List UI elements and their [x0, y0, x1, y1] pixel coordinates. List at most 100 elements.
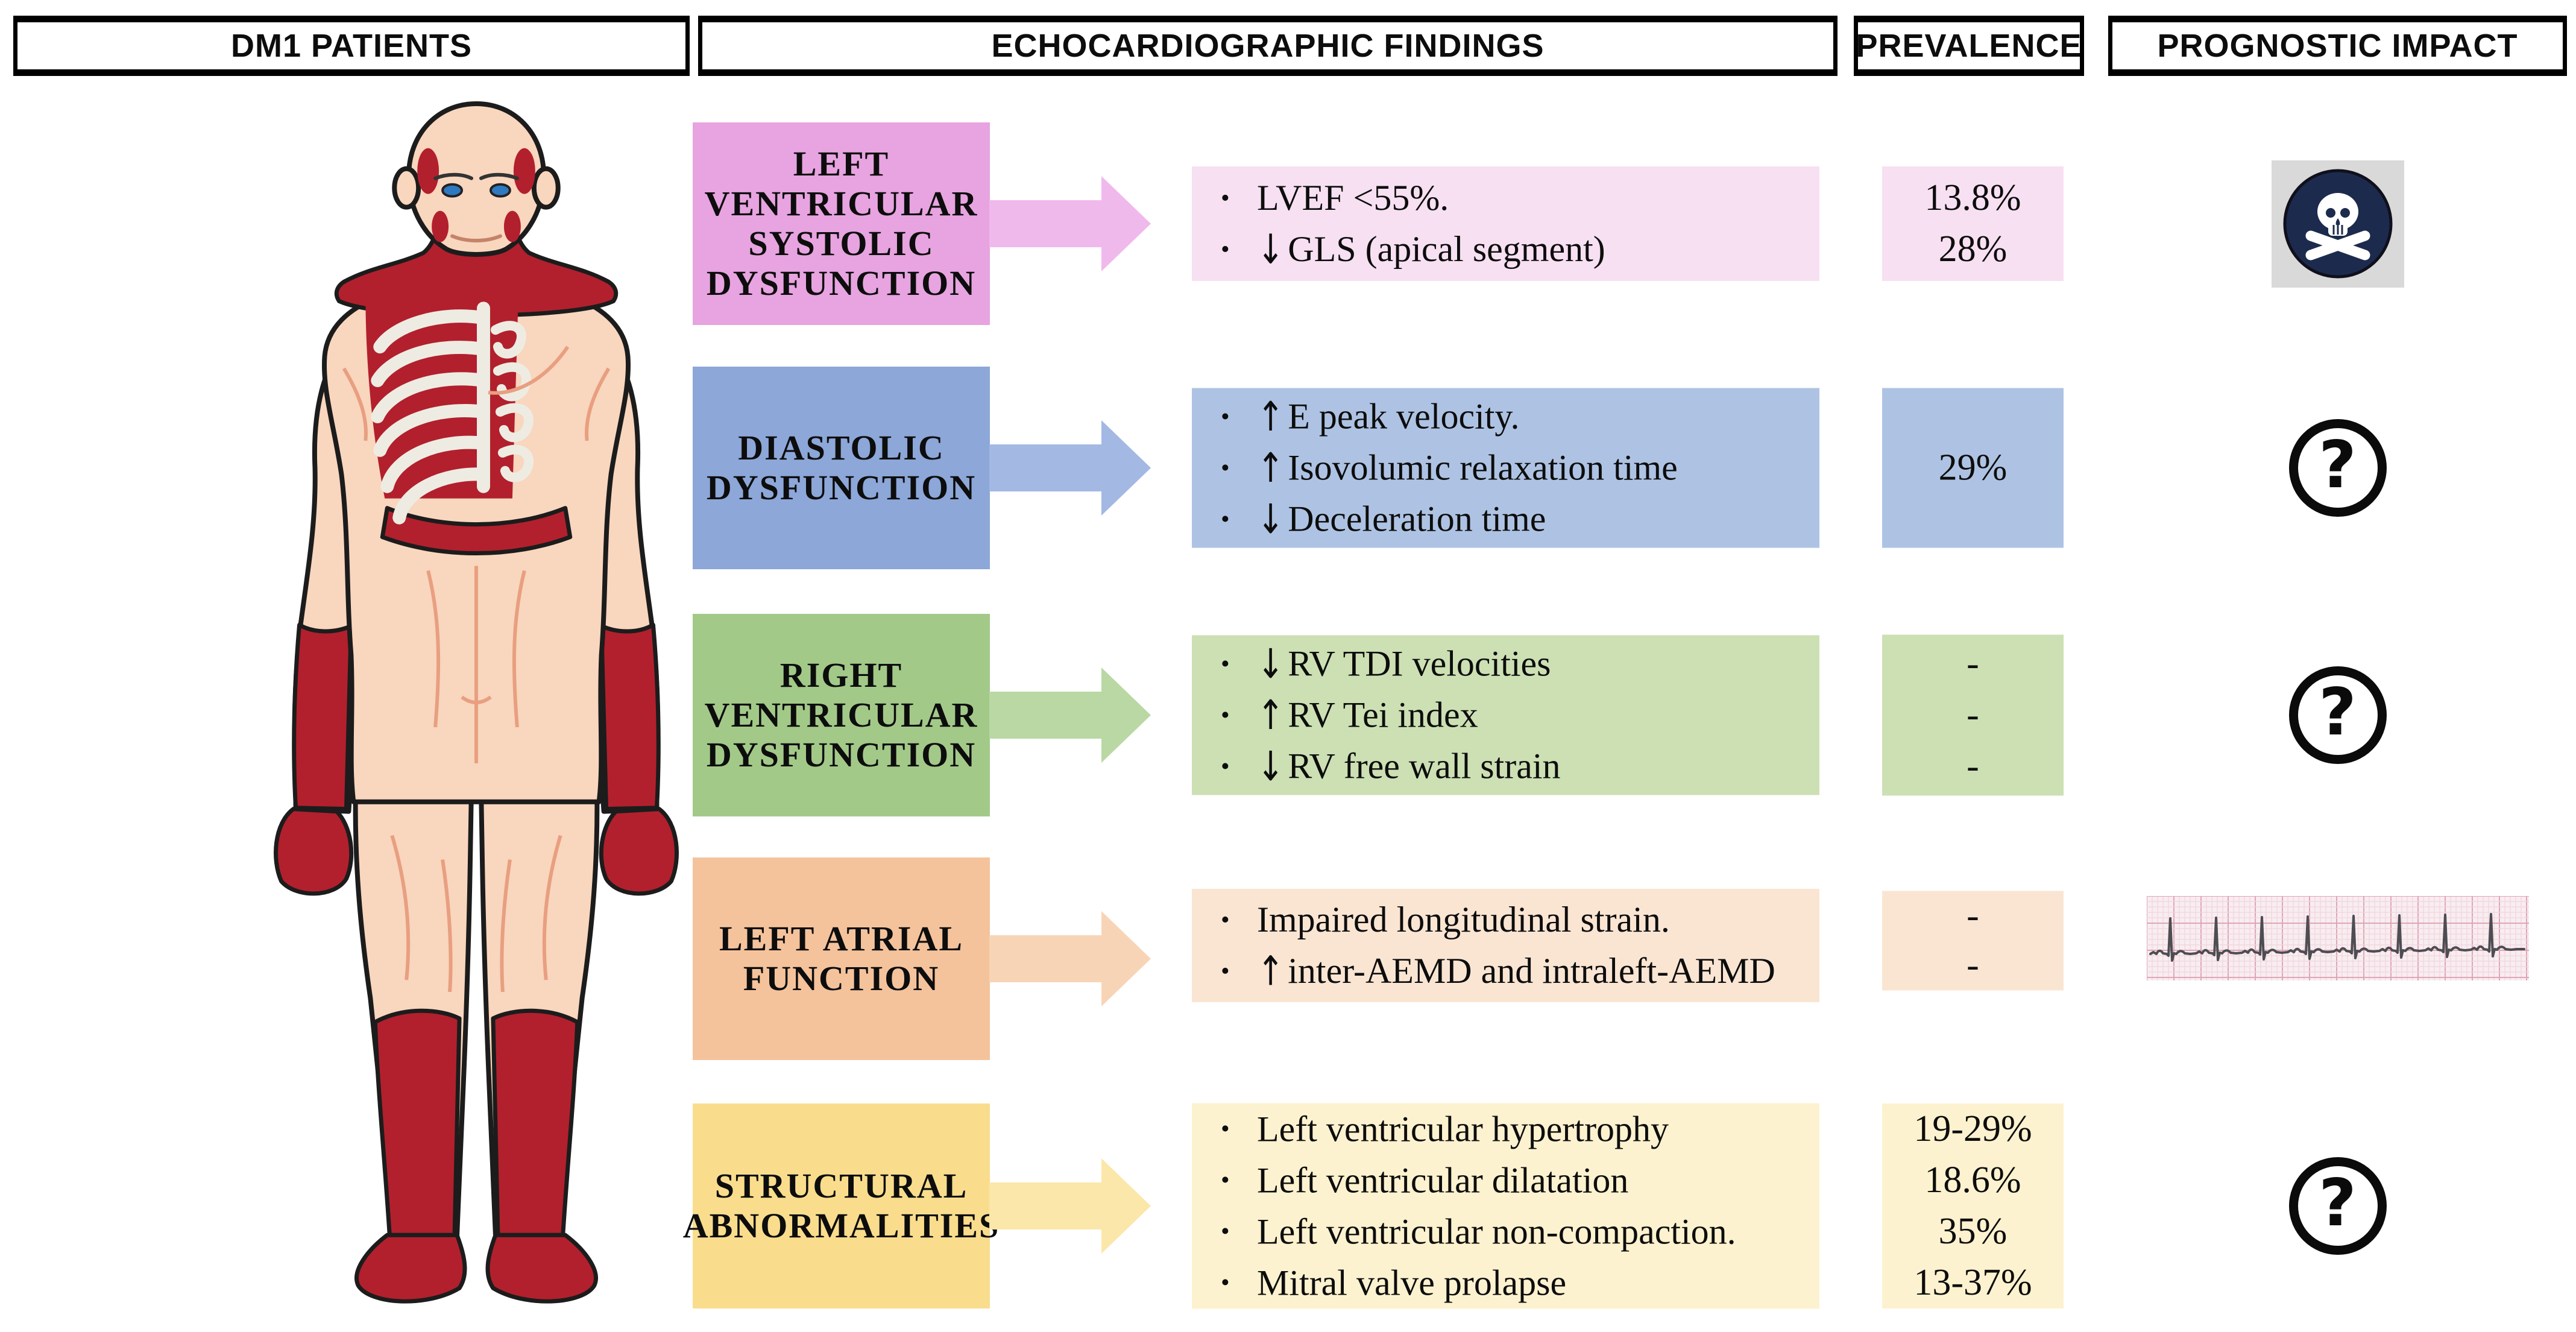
- category-label: STRUCTURAL ABNORMALITIES: [682, 1166, 1000, 1245]
- finding-item: • Left ventricular hypertrophy: [1192, 1103, 1819, 1155]
- prevalence-value: 19-29%: [1913, 1108, 2032, 1149]
- prevalence-value: 13-37%: [1913, 1262, 2032, 1303]
- skull-crossbones-icon: [2271, 160, 2404, 288]
- bullet-icon: •: [1221, 184, 1230, 212]
- prevalence-value: 29%: [1938, 447, 2008, 488]
- finding-row: LEFT VENTRICULAR SYSTOLIC DYSFUNCTION • L…: [0, 122, 2576, 325]
- finding-text: Left ventricular dilatation: [1257, 1160, 1629, 1200]
- finding-text: Isovolumic relaxation time: [1288, 447, 1678, 488]
- right-calf-muscle: [491, 1008, 580, 1237]
- prognostic-impact-cell: [2108, 837, 2567, 1040]
- skull-cranium: [2317, 193, 2358, 230]
- prevalence-box: ---: [1882, 634, 2064, 796]
- finding-item: •↓GLS (apical segment): [1192, 224, 1819, 275]
- bullet-icon: •: [1221, 505, 1230, 533]
- left-eyebrow: [433, 172, 474, 180]
- prevalence-value: 35%: [1938, 1211, 2008, 1252]
- arrow-right-icon: [989, 420, 1151, 516]
- left-temple-muscle: [417, 148, 439, 194]
- finding-text: inter-AEMD and intraleft-AEMD: [1288, 951, 1775, 991]
- finding-row: LEFT ATRIAL FUNCTION • Impaired longitudi…: [0, 857, 2576, 1060]
- human-muscle-figure: [274, 101, 679, 1304]
- ecg-trace: [2149, 913, 2525, 962]
- prevalence-value: -: [1967, 694, 1979, 736]
- left-jaw-muscle: [432, 210, 449, 242]
- bullet-icon: •: [1221, 235, 1230, 264]
- arrow-down-icon: ↓: [1257, 495, 1285, 543]
- ecg-grid: [2146, 896, 2529, 980]
- arrow-right-icon: [989, 911, 1151, 1006]
- prevalence-box: 13.8%28%: [1882, 166, 2064, 281]
- bullet-icon: •: [1221, 454, 1230, 482]
- bullet-icon: •: [1221, 1269, 1230, 1297]
- finding-item: •↑E peak velocity.: [1192, 391, 1819, 443]
- left-forearm-muscle: [292, 622, 353, 812]
- finding-row: DIASTOLIC DYSFUNCTION •↑E peak velocity.…: [0, 367, 2576, 569]
- findings-box: • Left ventricular hypertrophy • Left ventr…: [1192, 1103, 1819, 1309]
- left-foot: [354, 1233, 467, 1304]
- finding-item: • ↓RV TDI velocities: [1192, 639, 1819, 690]
- finding-item: •↓RV free wall strain: [1192, 741, 1819, 792]
- question-glyph: ?: [2319, 428, 2357, 503]
- prognostic-impact-cell: ?: [2108, 614, 2567, 816]
- question-glyph: ?: [2319, 675, 2357, 750]
- category-box: STRUCTURAL ABNORMALITIES: [683, 1103, 998, 1308]
- category-label: DIASTOLIC DYSFUNCTION: [706, 428, 977, 507]
- category-label: LEFT VENTRICULAR SYSTOLIC DYSFUNCTION: [704, 144, 978, 303]
- ecg-strip-image: [2146, 896, 2529, 980]
- finding-item: • LVEF <55%.: [1192, 172, 1819, 224]
- finding-item: • Mitral valve prolapse: [1192, 1257, 1819, 1308]
- category-box: DIASTOLIC DYSFUNCTION: [693, 367, 990, 569]
- findings-box: • Impaired longitudinal strain. •↑inter-AE…: [1192, 889, 1819, 1002]
- diaphragm-band: [380, 506, 573, 555]
- finding-row: RIGHT VENTRICULAR DYSFUNCTION • ↓RV TDI v…: [0, 614, 2576, 816]
- finding-text: LVEF <55%.: [1257, 178, 1449, 218]
- header-prognostic-impact: PROGNOSTIC IMPACT: [2108, 16, 2567, 76]
- right-ear: [531, 166, 561, 210]
- findings-box: •↓RV TDI velocities•↑RV Tei index•↓RV fr…: [1192, 635, 1819, 795]
- bullet-icon: •: [1221, 650, 1230, 678]
- finding-item: •↑inter-AEMD and intraleft-AEMD: [1192, 945, 1819, 997]
- prevalence-value: -: [1967, 944, 1979, 986]
- category-label: LEFT ATRIAL FUNCTION: [719, 919, 964, 998]
- finding-text: Left ventricular non-compaction.: [1257, 1211, 1736, 1251]
- prevalence-value: -: [1967, 895, 1979, 936]
- crossbones: [2305, 230, 2370, 260]
- category-box: LEFT VENTRICULAR SYSTOLIC DYSFUNCTION: [693, 122, 990, 325]
- bullet-icon: •: [1221, 957, 1230, 985]
- right-fist: [599, 807, 679, 896]
- arrow-down-icon: ↓: [1257, 226, 1285, 273]
- bullet-icon: •: [1221, 906, 1230, 934]
- category-box: RIGHT VENTRICULAR DYSFUNCTION: [693, 614, 990, 816]
- arrow-down-icon: ↓: [1257, 640, 1285, 688]
- prevalence-box: 29%: [1882, 388, 2064, 548]
- bullet-icon: •: [1221, 403, 1230, 431]
- bullet-icon: •: [1221, 1166, 1230, 1195]
- finding-text: Impaired longitudinal strain.: [1257, 900, 1670, 939]
- skull-teeth: [2332, 225, 2343, 235]
- question-glyph: ?: [2319, 1166, 2357, 1241]
- bullet-icon: •: [1221, 1115, 1230, 1143]
- mouth: [450, 234, 502, 243]
- right-forearm-muscle: [599, 622, 661, 812]
- prevalence-box: --: [1882, 891, 2064, 991]
- finding-text: RV free wall strain: [1288, 746, 1561, 786]
- question-mark-icon: ?: [2288, 419, 2387, 517]
- right-foot: [485, 1233, 598, 1304]
- finding-text: RV TDI velocities: [1288, 643, 1551, 684]
- header-prevalence: PREVALENCE: [1854, 16, 2084, 76]
- prognostic-impact-cell: ?: [2108, 367, 2567, 569]
- finding-text: Mitral valve prolapse: [1257, 1263, 1567, 1302]
- finding-text: Left ventricular hypertrophy: [1257, 1109, 1669, 1149]
- bullet-icon: •: [1221, 1217, 1230, 1246]
- dm1-patient-body-illustration: [259, 89, 693, 1329]
- prognostic-impact-cell: ?: [2108, 1103, 2567, 1308]
- arrow-right-icon: [989, 1158, 1151, 1254]
- question-mark-icon: ?: [2288, 666, 2387, 764]
- finding-item: •↑Isovolumic relaxation time: [1192, 443, 1819, 494]
- arrow-right-icon: [989, 668, 1151, 763]
- finding-item: • Left ventricular dilatation: [1192, 1155, 1819, 1206]
- arrow-right-icon: [989, 176, 1151, 271]
- finding-row: STRUCTURAL ABNORMALITIES • Left ventricul…: [0, 1103, 2576, 1309]
